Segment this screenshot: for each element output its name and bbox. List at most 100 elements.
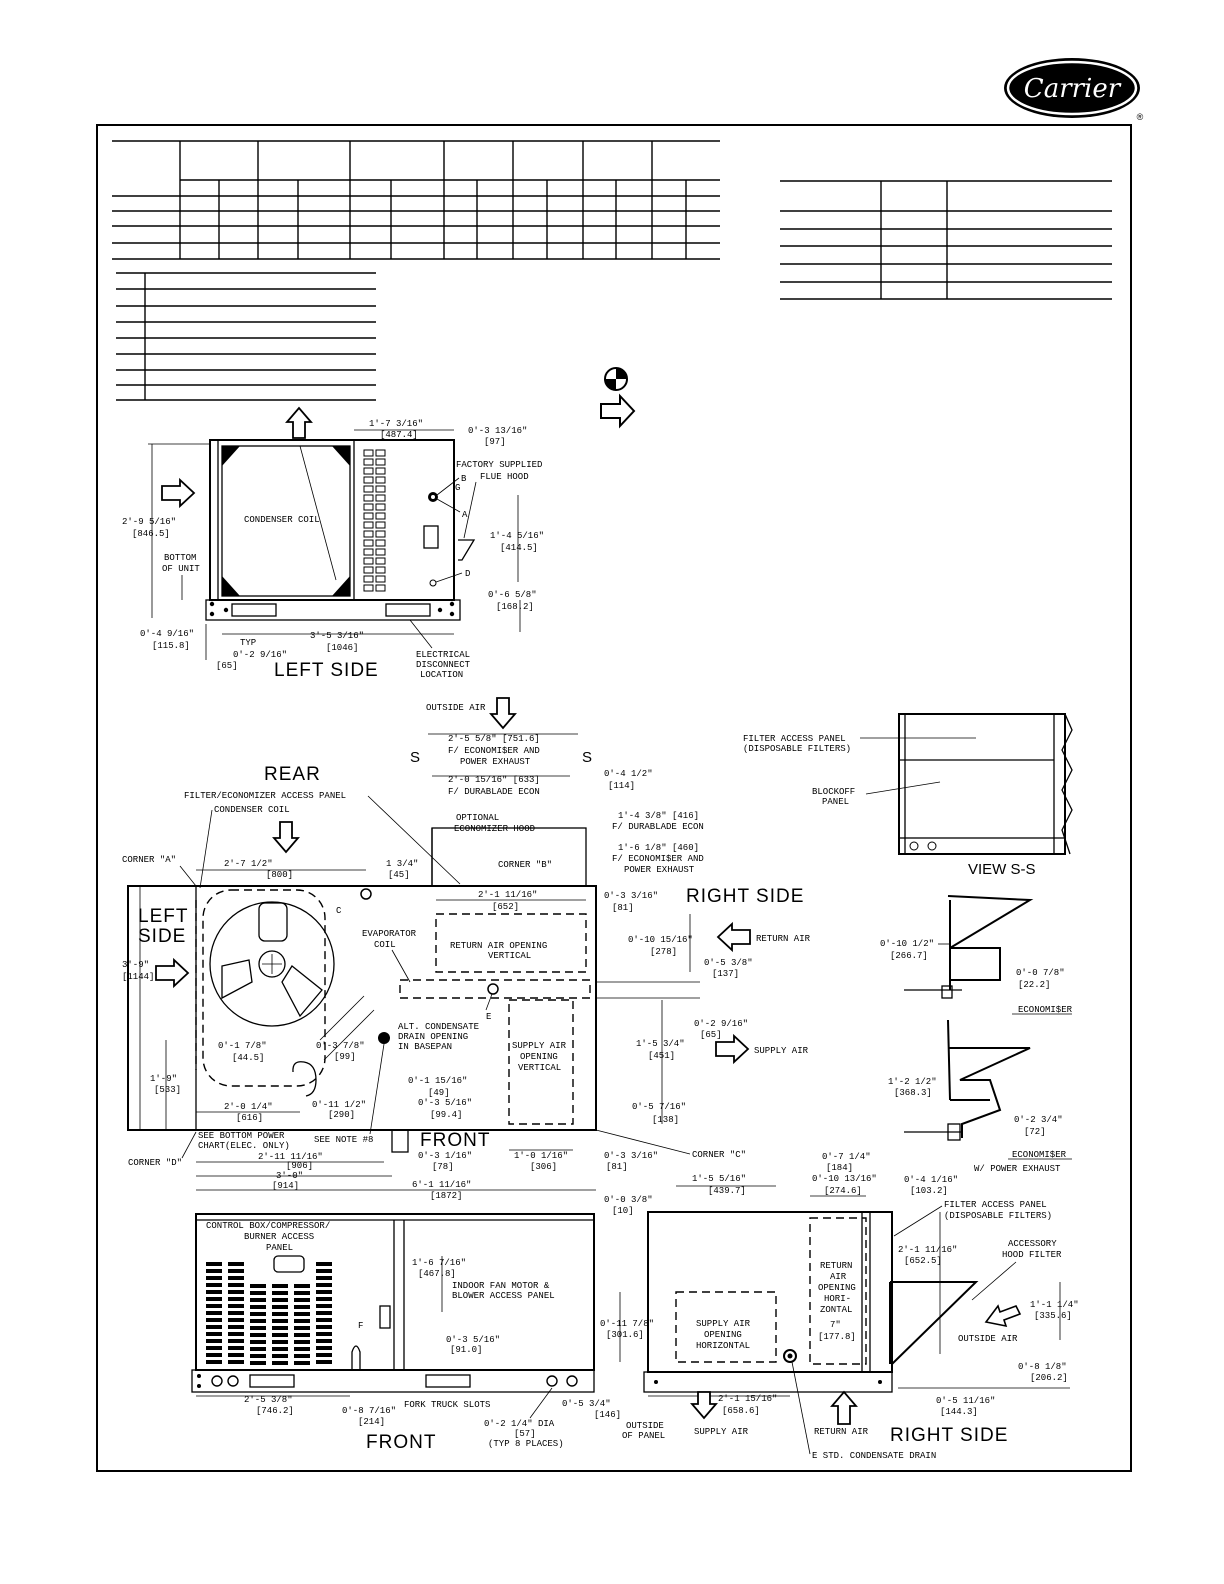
outside-air-right: OUTSIDE AIR: [958, 1334, 1018, 1344]
dim-34: 1'-0 1/16": [514, 1151, 568, 1161]
filter-panel-4: (DISPOSABLE FILTERS): [944, 1211, 1052, 1221]
louver-slat: [375, 512, 386, 520]
dim-49: 7": [830, 1320, 841, 1330]
louver-slat: [272, 1326, 288, 1330]
dim-43-mm: [184]: [826, 1163, 853, 1173]
dim-5: 0'-6 5/8": [488, 590, 537, 600]
louver-slat: [375, 521, 386, 529]
dim-32-mm: [914]: [272, 1181, 299, 1191]
dim-25-mm: [533]: [154, 1085, 181, 1095]
blockoff-1: BLOCKOFF: [812, 787, 855, 797]
supply-air-label: SUPPLY AIR: [754, 1046, 809, 1056]
louver-slat: [272, 1312, 288, 1316]
dim-30-mm: [138]: [652, 1115, 679, 1125]
weights-table: [112, 140, 720, 260]
louver-slat: [228, 1283, 244, 1287]
return-air-up-arrow: [830, 1390, 858, 1425]
dim-27: 0'-11 1/2": [312, 1100, 366, 1110]
point-d: D: [465, 569, 470, 579]
louver-slat: [375, 476, 386, 484]
return-horiz-3: OPENING: [818, 1283, 856, 1293]
dim-26-mm: [616]: [236, 1113, 263, 1123]
typ-label: TYP: [240, 638, 256, 648]
dim-31-mm: [906]: [286, 1161, 313, 1171]
louver-slat: [228, 1318, 244, 1322]
supply-horiz-3: HORIZONTAL: [696, 1341, 750, 1351]
dim-9: 2'-5 5/8" [751.6]: [448, 734, 540, 744]
louver-slat: [294, 1319, 310, 1323]
louver-slat: [206, 1276, 222, 1280]
evap-coil-2: COIL: [374, 940, 396, 950]
econ-power-3: F/ ECONOMI$ER AND: [612, 854, 704, 864]
louver-slat: [363, 467, 374, 475]
supply-air-vert-2: OPENING: [520, 1052, 558, 1062]
dim-28: 0'-1 15/16": [408, 1076, 467, 1086]
louver-slat: [294, 1284, 310, 1288]
condenser-coil-lower-label: CONDENSER COIL: [214, 805, 290, 815]
dim-18: 3'-9": [122, 960, 149, 970]
dim-26: 2'-0 1/4": [224, 1102, 273, 1112]
dim-36: 6'-1 11/16": [412, 1180, 471, 1190]
right-side-view: [643, 1211, 979, 1393]
louver-slat: [272, 1319, 288, 1323]
dim-40-mm: [746.2]: [256, 1406, 294, 1416]
dim-23-mm: [44.5]: [232, 1053, 264, 1063]
dim-29: 0'-3 5/16": [418, 1098, 472, 1108]
return-air-vert-1: RETURN AIR OPENING: [450, 941, 547, 951]
dim-56: 1'-2 1/2": [888, 1077, 937, 1087]
outside-air-arrow-right: [984, 1304, 1022, 1328]
dim-54-mm: [266.7]: [890, 951, 928, 961]
supply-horiz-2: OPENING: [704, 1330, 742, 1340]
dim-1-mm: [487.4]: [380, 430, 418, 440]
dim-50-mm: [335.6]: [1034, 1311, 1072, 1321]
supply-air-label-2: SUPPLY AIR: [694, 1427, 749, 1437]
louver-slat: [375, 539, 386, 547]
louver-slat: [363, 449, 374, 457]
louver-slat: [294, 1305, 310, 1309]
louver-slat: [272, 1340, 288, 1344]
louver-slat: [228, 1297, 244, 1301]
dim-51: 0'-8 1/8": [1018, 1362, 1067, 1372]
louver-slat: [250, 1284, 266, 1288]
section-s-right: S: [582, 749, 592, 766]
dim-54: 0'-10 1/2": [880, 939, 934, 949]
dim-55-mm: [22.2]: [1018, 980, 1050, 990]
dim-51-mm: [206.2]: [1030, 1373, 1068, 1383]
airflow-right-arrow: [161, 477, 196, 509]
louver-slat: [250, 1354, 266, 1358]
point-f: F: [358, 1321, 363, 1331]
dim-6-mm: [115.8]: [152, 641, 190, 651]
see-bottom-1: SEE BOTTOM POWER: [198, 1131, 285, 1141]
notes-table: [116, 272, 376, 401]
corner-a-label: CORNER "A": [122, 855, 176, 865]
dim-52-mm: [658.6]: [722, 1406, 760, 1416]
dim-53: 0'-5 11/16": [936, 1396, 995, 1406]
louver-slat: [363, 485, 374, 493]
louver-slat: [206, 1262, 222, 1266]
louver-slat: [316, 1276, 332, 1280]
dim-41: 0'-8 7/16": [342, 1406, 396, 1416]
louver-slat: [316, 1290, 332, 1294]
louver-slat: [272, 1305, 288, 1309]
dim-28-mm: [49]: [428, 1088, 450, 1098]
dim-3: 2'-9 5/16": [122, 517, 176, 527]
return-air-label-2: RETURN AIR: [814, 1427, 869, 1437]
dim-14-mm: [800]: [266, 870, 293, 880]
dim-11: 0'-4 1/2": [604, 769, 653, 779]
louver-slat: [272, 1333, 288, 1337]
dim-39: 0'-3 5/16": [446, 1335, 500, 1345]
louver-slat: [250, 1305, 266, 1309]
elec-disc-1: ELECTRICAL: [416, 650, 470, 660]
dim-43: 0'-7 1/4": [822, 1152, 871, 1162]
louver-slat: [206, 1297, 222, 1301]
dim-12: 1'-4 3/8" [416]: [618, 811, 699, 821]
dim-13: 1'-6 1/8" [460]: [618, 843, 699, 853]
economiser-pe-2: W/ POWER EXHAUST: [974, 1164, 1061, 1174]
evap-coil-1: EVAPORATOR: [362, 929, 417, 939]
louver-slat: [228, 1311, 244, 1315]
louver-slat: [206, 1346, 222, 1350]
dia-1: 0'-2 1/4" DIA: [484, 1419, 555, 1429]
indoor-fan-1: INDOOR FAN MOTOR &: [452, 1281, 550, 1291]
economiser-profile: [904, 895, 1034, 1141]
louver-slat: [316, 1360, 332, 1364]
